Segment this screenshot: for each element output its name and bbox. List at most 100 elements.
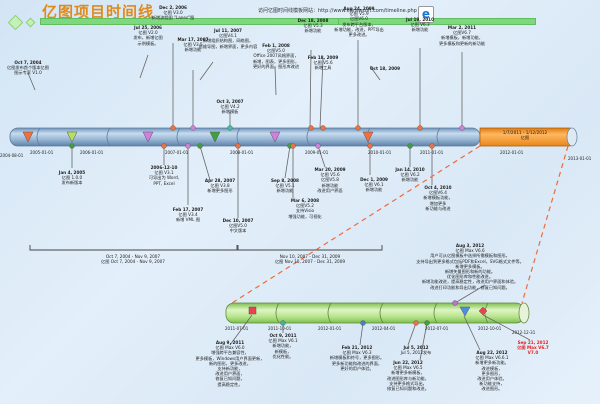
event-text: 新增矢量图形和新的功能。 (444, 269, 496, 275)
event-text: 亿图 V3.4 (178, 212, 198, 218)
triangle-marker-icon (209, 131, 221, 143)
event-text: 亿图 V5.3 (303, 23, 323, 29)
event-text: 亿图V4.1 (219, 33, 237, 39)
event-date: Jan 4, 2005 (58, 170, 86, 175)
header-bar-right (338, 18, 536, 25)
main-timeline-bar (9, 127, 481, 147)
event-dot-marker (424, 320, 430, 326)
event-text: 示例模板。 (137, 40, 159, 46)
zoom-connector-right (521, 145, 569, 304)
connector-line (454, 284, 486, 304)
event-text: 新增功能 (321, 182, 339, 188)
main-axis-tick: 2005-01-01 (30, 150, 54, 155)
event-date: Aug 22, 2012 (476, 350, 508, 355)
event-text: 亿图 Max V6.5 (393, 365, 423, 371)
event-text: Office 2007风格界面， (253, 53, 299, 59)
event-dot-marker (320, 125, 326, 131)
website-link[interactable]: 访问亿图时间线模板网站：http://www.edrawsoft.com/tim… (258, 8, 417, 14)
event-text: 提高稳定性。 (217, 381, 243, 387)
event-date: Dec 18, 2008 (297, 18, 329, 23)
event-dot-marker (452, 300, 458, 306)
event-dot-marker (459, 125, 465, 131)
event-dot-marker (227, 125, 233, 131)
event-text: 亿图V5.8 (321, 177, 339, 183)
zoom-axis-tick: 2012-10-01 (478, 326, 502, 331)
event-dot-marker (290, 143, 296, 149)
event-text: 支持新功能， (217, 366, 243, 372)
event-text: 支持导出到更多格式包括PDF和Excel，SVG格式文件等。 (416, 258, 524, 264)
event-text: 新增模板，新增功能， (441, 35, 483, 41)
event-text: PPT, Excel (153, 180, 175, 186)
event-date: Jun 22, 2012 (393, 360, 423, 365)
event-text: 亿图 V6.3 (410, 22, 430, 28)
event-text: 亿图 V5.6 (313, 60, 333, 66)
event-text: 亿图 V3.1 (154, 170, 174, 176)
highlight-sublabel: 亿图 (520, 135, 530, 141)
event-date: Jul 19, 2010 (406, 17, 434, 22)
event-text: 优化图形库和性能改进。 (446, 274, 494, 280)
event-text: 新增，图表，更多图形， (252, 58, 300, 64)
connector-line (199, 145, 211, 181)
event-text: 发布新版本 (61, 180, 83, 186)
main-axis-tick: 2011-01-01 (420, 150, 444, 155)
connector-line (317, 145, 326, 168)
event-text: 增强功能，可视化 (288, 213, 322, 219)
connector-line (199, 61, 214, 81)
event-date: Jul 11, 2007 (214, 28, 242, 33)
main-bar-end-cap (566, 127, 578, 147)
event-text: 亿图V6.4 (429, 190, 447, 196)
event-date: Dec 2, 2006 (159, 5, 187, 10)
internet-explorer-icon[interactable]: e (418, 6, 434, 23)
bar-segment-divider (275, 302, 280, 324)
event-text: 亿图 V5.6 (320, 172, 340, 178)
connector-line (369, 65, 381, 81)
event-text: 新增更多模板。 (455, 263, 485, 269)
event-text: 新增功能改进，提高稳定性，改进用户界面和体验。 (421, 279, 519, 285)
zoom-bar-end-cap (518, 302, 530, 324)
event-text: 新增功能 (276, 188, 294, 194)
event-text: 亿图V6.7 (453, 30, 471, 36)
event-text: 新增模板 (221, 109, 239, 115)
connector-line (309, 49, 312, 129)
event-text: 亿图 V3.0 (163, 10, 183, 16)
event-date: Feb 1, 2008 (262, 43, 290, 48)
event-date: Oct 3, 2007 (216, 99, 244, 104)
event-date: Mar 20, 2009 (314, 167, 346, 172)
event-text: 中文版本 (229, 228, 247, 234)
event-text: 新增功能 (304, 28, 322, 34)
zoom-axis-tick: 2012-07-01 (425, 326, 449, 331)
event-text: 改进模板， (481, 365, 503, 371)
event-text: 亿图 Max V6.7 (517, 345, 549, 351)
event-text: 发布，新增亿图 (133, 35, 163, 41)
event-text: V7.0 (527, 350, 539, 356)
event-text: 支持Visio (295, 208, 315, 214)
connector-line (482, 314, 531, 341)
main-axis-tick: 2010-01-01 (368, 150, 392, 155)
event-dot-marker (355, 125, 361, 131)
event-dot-marker (69, 143, 75, 149)
zoom-axis-tick: 2012-01-01 (318, 326, 342, 331)
event-text: 改进图形。 (481, 386, 503, 392)
event-text: 亿图 Max V6.0 (215, 345, 245, 351)
event-text: 改进打印功能和导出功能，修复已知问题。 (430, 284, 510, 290)
event-callout-above: Oct 18, 2009 (370, 66, 400, 71)
event-text: 修复已知问题和改进。 (387, 386, 429, 392)
zoom-axis-tick: 2011-07-01 (225, 326, 249, 331)
event-text: 亿图 V4.2 (220, 104, 240, 110)
event-date: Jul 5, 2012 (403, 345, 429, 350)
